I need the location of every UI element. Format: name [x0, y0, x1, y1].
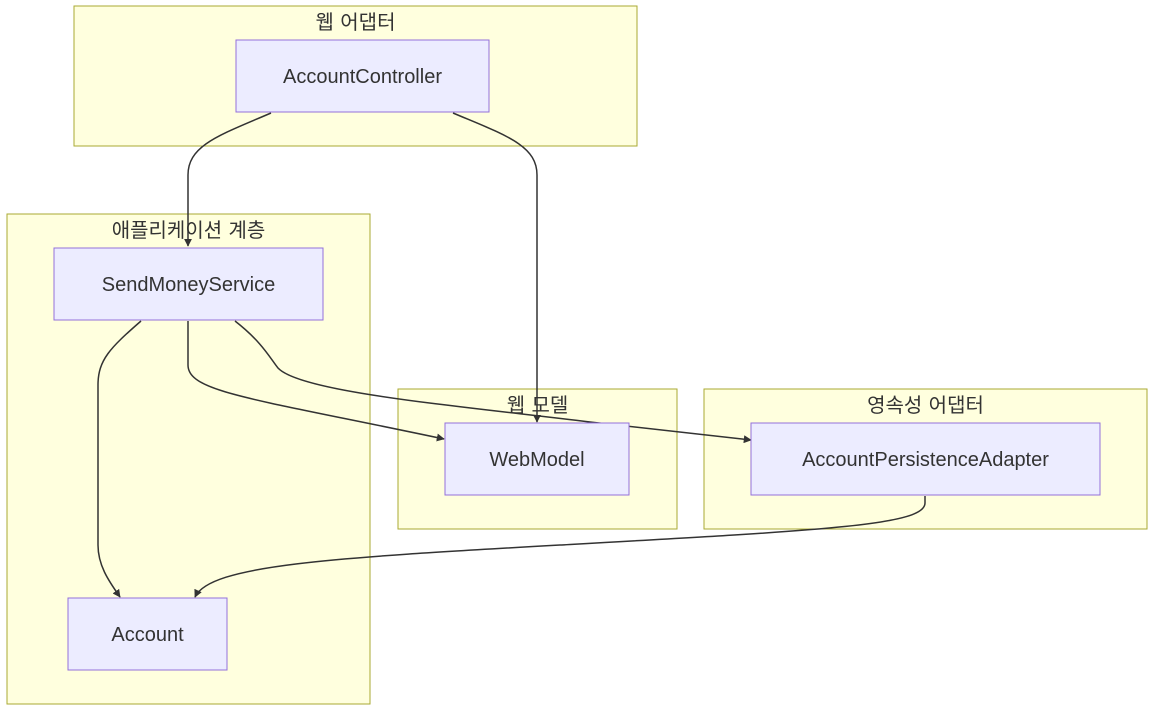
- node-web-model-box[interactable]: [444, 422, 630, 496]
- edges: [97, 112, 926, 598]
- node-account-persistence-adapter-box[interactable]: [750, 422, 1101, 496]
- node-account-controller[interactable]: AccountController: [235, 39, 490, 113]
- node-web-model[interactable]: WebModel: [444, 422, 630, 496]
- cluster-persistence-adapter-label: 영속성 어댑터: [867, 393, 984, 417]
- edge-sendmoneyservice-to-accountpersistenceadapter: [234, 320, 752, 444]
- node-account-label: Account: [111, 624, 184, 646]
- node-send-money-service[interactable]: SendMoneyService: [53, 247, 324, 321]
- edge-accountcontroller-to-webmodel: [452, 112, 541, 423]
- node-account-controller-label: AccountController: [283, 66, 442, 88]
- node-account[interactable]: Account: [67, 597, 228, 671]
- node-send-money-service-box[interactable]: [53, 247, 324, 321]
- node-send-money-service-label: SendMoneyService: [102, 274, 275, 296]
- node-account-box[interactable]: [67, 597, 228, 671]
- edge-sendmoneyservice-to-webmodel: [187, 321, 445, 442]
- node-account-controller-box[interactable]: [235, 39, 490, 113]
- node-web-model-label: WebModel: [489, 449, 584, 471]
- edge-accountpersistenceadapter-to-account: [194, 496, 926, 598]
- node-account-persistence-adapter-label: AccountPersistenceAdapter: [802, 449, 1049, 471]
- edge-accountcontroller-to-sendmoneyservice: [184, 112, 272, 247]
- edge-sendmoneyservice-to-account: [97, 320, 142, 598]
- cluster-web-adapter-label: 웹 어댑터: [316, 10, 396, 34]
- node-account-persistence-adapter[interactable]: AccountPersistenceAdapter: [750, 422, 1101, 496]
